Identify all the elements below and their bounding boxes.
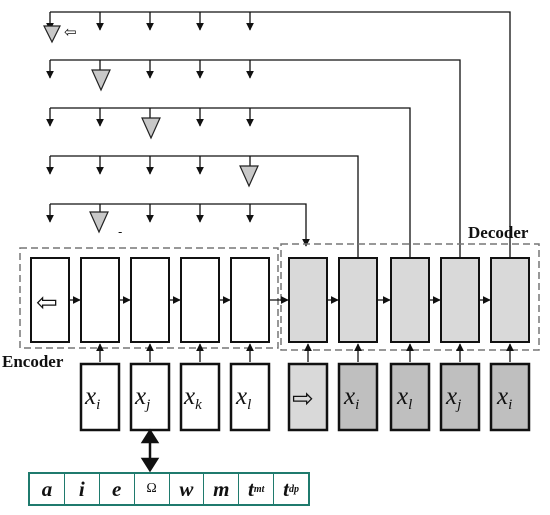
decoder-input-box-1	[287, 362, 329, 432]
encoder-input-labels: xi xj xk xl	[84, 383, 251, 413]
encoder-cell-3	[130, 257, 170, 343]
row-down-arrows	[46, 12, 254, 223]
decoder-input-4: xj	[445, 383, 461, 413]
output-rows	[50, 11, 511, 258]
decoder-input-2: xi	[343, 383, 359, 413]
pointer-triangle-4	[239, 165, 259, 188]
feature-cell: Ω	[135, 474, 170, 504]
end-pointer-arrow-icon: ⇦	[64, 23, 77, 41]
encoder-start-arrow-icon: ⇦	[36, 288, 58, 318]
feature-cell: w	[170, 474, 205, 504]
feature-cell: i	[65, 474, 100, 504]
decoder-start-arrow-icon: ⇨	[292, 384, 314, 414]
encoder-input-4: xl	[235, 383, 251, 413]
dot-mark: -	[118, 225, 122, 239]
decoder-input-box-4	[439, 362, 481, 432]
encoder-input-box-4	[229, 362, 271, 432]
encoder-label: Encoder	[2, 352, 64, 371]
input-arrows	[96, 343, 514, 362]
decoder-cell-1	[288, 257, 328, 343]
pointer-triangles	[43, 25, 259, 234]
decoder-input-box-3	[389, 362, 431, 432]
pointer-triangle-2	[91, 69, 111, 92]
encoder-cell-4	[180, 257, 220, 343]
pointer-triangle-3	[141, 117, 161, 140]
feature-link-arrow	[140, 428, 160, 473]
encoder-input-box-3	[179, 362, 221, 432]
encoder-input-box-1	[79, 362, 121, 432]
decoder-input-5: xi	[496, 383, 512, 413]
decoder-input-3: xl	[396, 383, 412, 413]
feature-cell: a	[30, 474, 65, 504]
decoder-input-boxes	[287, 362, 531, 432]
decoder-cell-5	[490, 257, 530, 343]
decoder-label: Decoder	[468, 223, 529, 242]
encoder-cell-2	[80, 257, 120, 343]
decoder-input-box-2	[337, 362, 379, 432]
decoder-cell-2	[338, 257, 378, 343]
encoder-input-3: xk	[183, 383, 202, 413]
encoder-input-1: xi	[84, 383, 100, 413]
decoder-cell-3	[390, 257, 430, 343]
encoder-input-2: xj	[134, 383, 150, 413]
feature-cell: e	[100, 474, 135, 504]
encoder-cell-5	[230, 257, 270, 343]
decoder-input-labels: ⇨ xi xl xj xi	[292, 383, 512, 414]
decoder-input-box-5	[489, 362, 531, 432]
decoder-cells	[288, 257, 530, 343]
decoder-cell-4	[440, 257, 480, 343]
feature-cell: m	[204, 474, 240, 504]
encoder-input-boxes	[79, 362, 271, 432]
pointer-triangle-5	[89, 211, 109, 234]
pointer-triangle-1	[43, 25, 61, 44]
encoder-cells	[30, 257, 270, 343]
